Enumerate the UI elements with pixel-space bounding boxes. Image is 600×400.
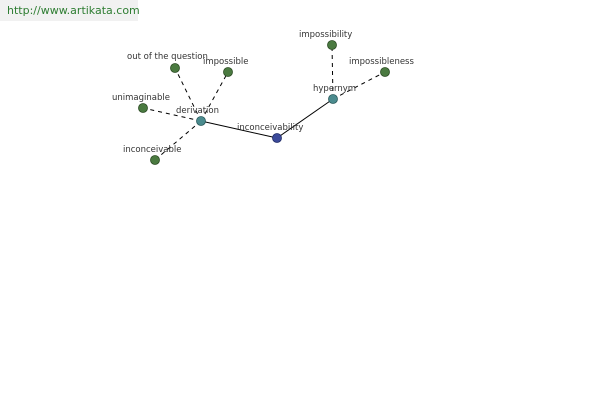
edge-derivation-impossible <box>200 71 229 122</box>
label-derivation: derivation <box>176 106 219 116</box>
edge-derivation-inconceivable <box>154 120 202 161</box>
node-unimaginable[interactable] <box>138 103 148 113</box>
edge-derivation-unimaginable <box>142 107 202 122</box>
label-impossibleness: impossibleness <box>349 57 414 67</box>
node-inconceivable[interactable] <box>150 155 160 165</box>
node-impossibility[interactable] <box>327 40 337 50</box>
edge-hypernym-impossibleness <box>332 71 386 100</box>
label-hypernym: hypernym <box>313 84 356 94</box>
label-impossible: impossible <box>203 57 248 67</box>
label-inconceivability: inconceivability <box>237 123 303 133</box>
source-url[interactable]: http://www.artikata.com <box>7 4 140 17</box>
node-inconceivability[interactable] <box>272 133 282 143</box>
edge-center-hypernym <box>276 98 334 139</box>
source-banner: http://www.artikata.com <box>0 0 140 21</box>
edge-derivation-out-of-the-question <box>174 67 202 122</box>
node-impossibleness[interactable] <box>380 67 390 77</box>
label-inconceivable: inconceivable <box>123 145 182 155</box>
label-out-of-the-question: out of the question <box>127 52 208 62</box>
node-impossible[interactable] <box>223 67 233 77</box>
label-impossibility: impossibility <box>299 30 352 40</box>
node-hypernym[interactable] <box>328 94 338 104</box>
node-derivation[interactable] <box>196 116 206 126</box>
edge-hypernym-impossibility <box>331 44 334 100</box>
edge-center-derivation <box>200 120 278 139</box>
label-unimaginable: unimaginable <box>112 93 170 103</box>
node-out-of-the-question[interactable] <box>170 63 180 73</box>
